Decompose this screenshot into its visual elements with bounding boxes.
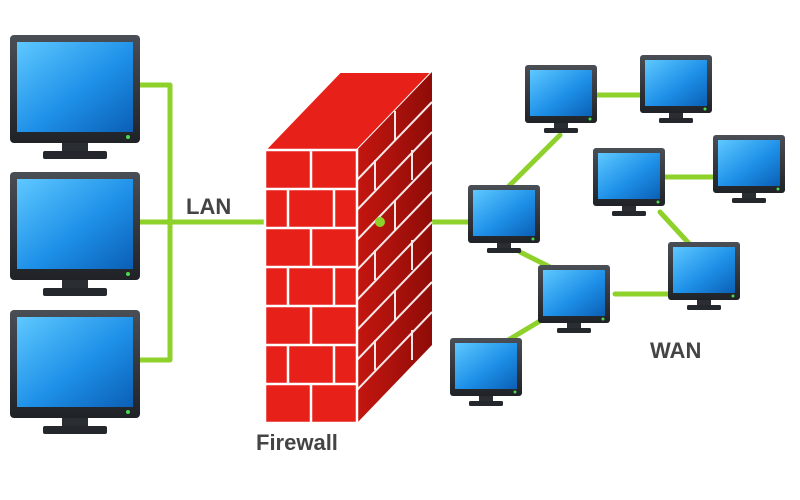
wan-computer-2	[640, 55, 712, 123]
wan-computer-8	[450, 338, 522, 406]
firewall-port	[375, 217, 385, 227]
wan-label: WAN	[650, 338, 701, 363]
lan-computer-1	[10, 35, 140, 159]
firewall	[262, 71, 435, 425]
lan-label: LAN	[186, 194, 231, 219]
wan-computer-5	[468, 185, 540, 253]
wan-computer-3	[593, 148, 665, 216]
wan-computer-7	[668, 242, 740, 310]
wan-computer-4	[713, 135, 785, 203]
lan-computer-2	[10, 172, 140, 296]
firewall-front	[265, 150, 357, 423]
wan-computer-6	[538, 265, 610, 333]
firewall-label: Firewall	[256, 430, 338, 455]
lan-links	[137, 82, 268, 363]
wan-computer-1	[525, 65, 597, 133]
lan-computer-3	[10, 310, 140, 434]
